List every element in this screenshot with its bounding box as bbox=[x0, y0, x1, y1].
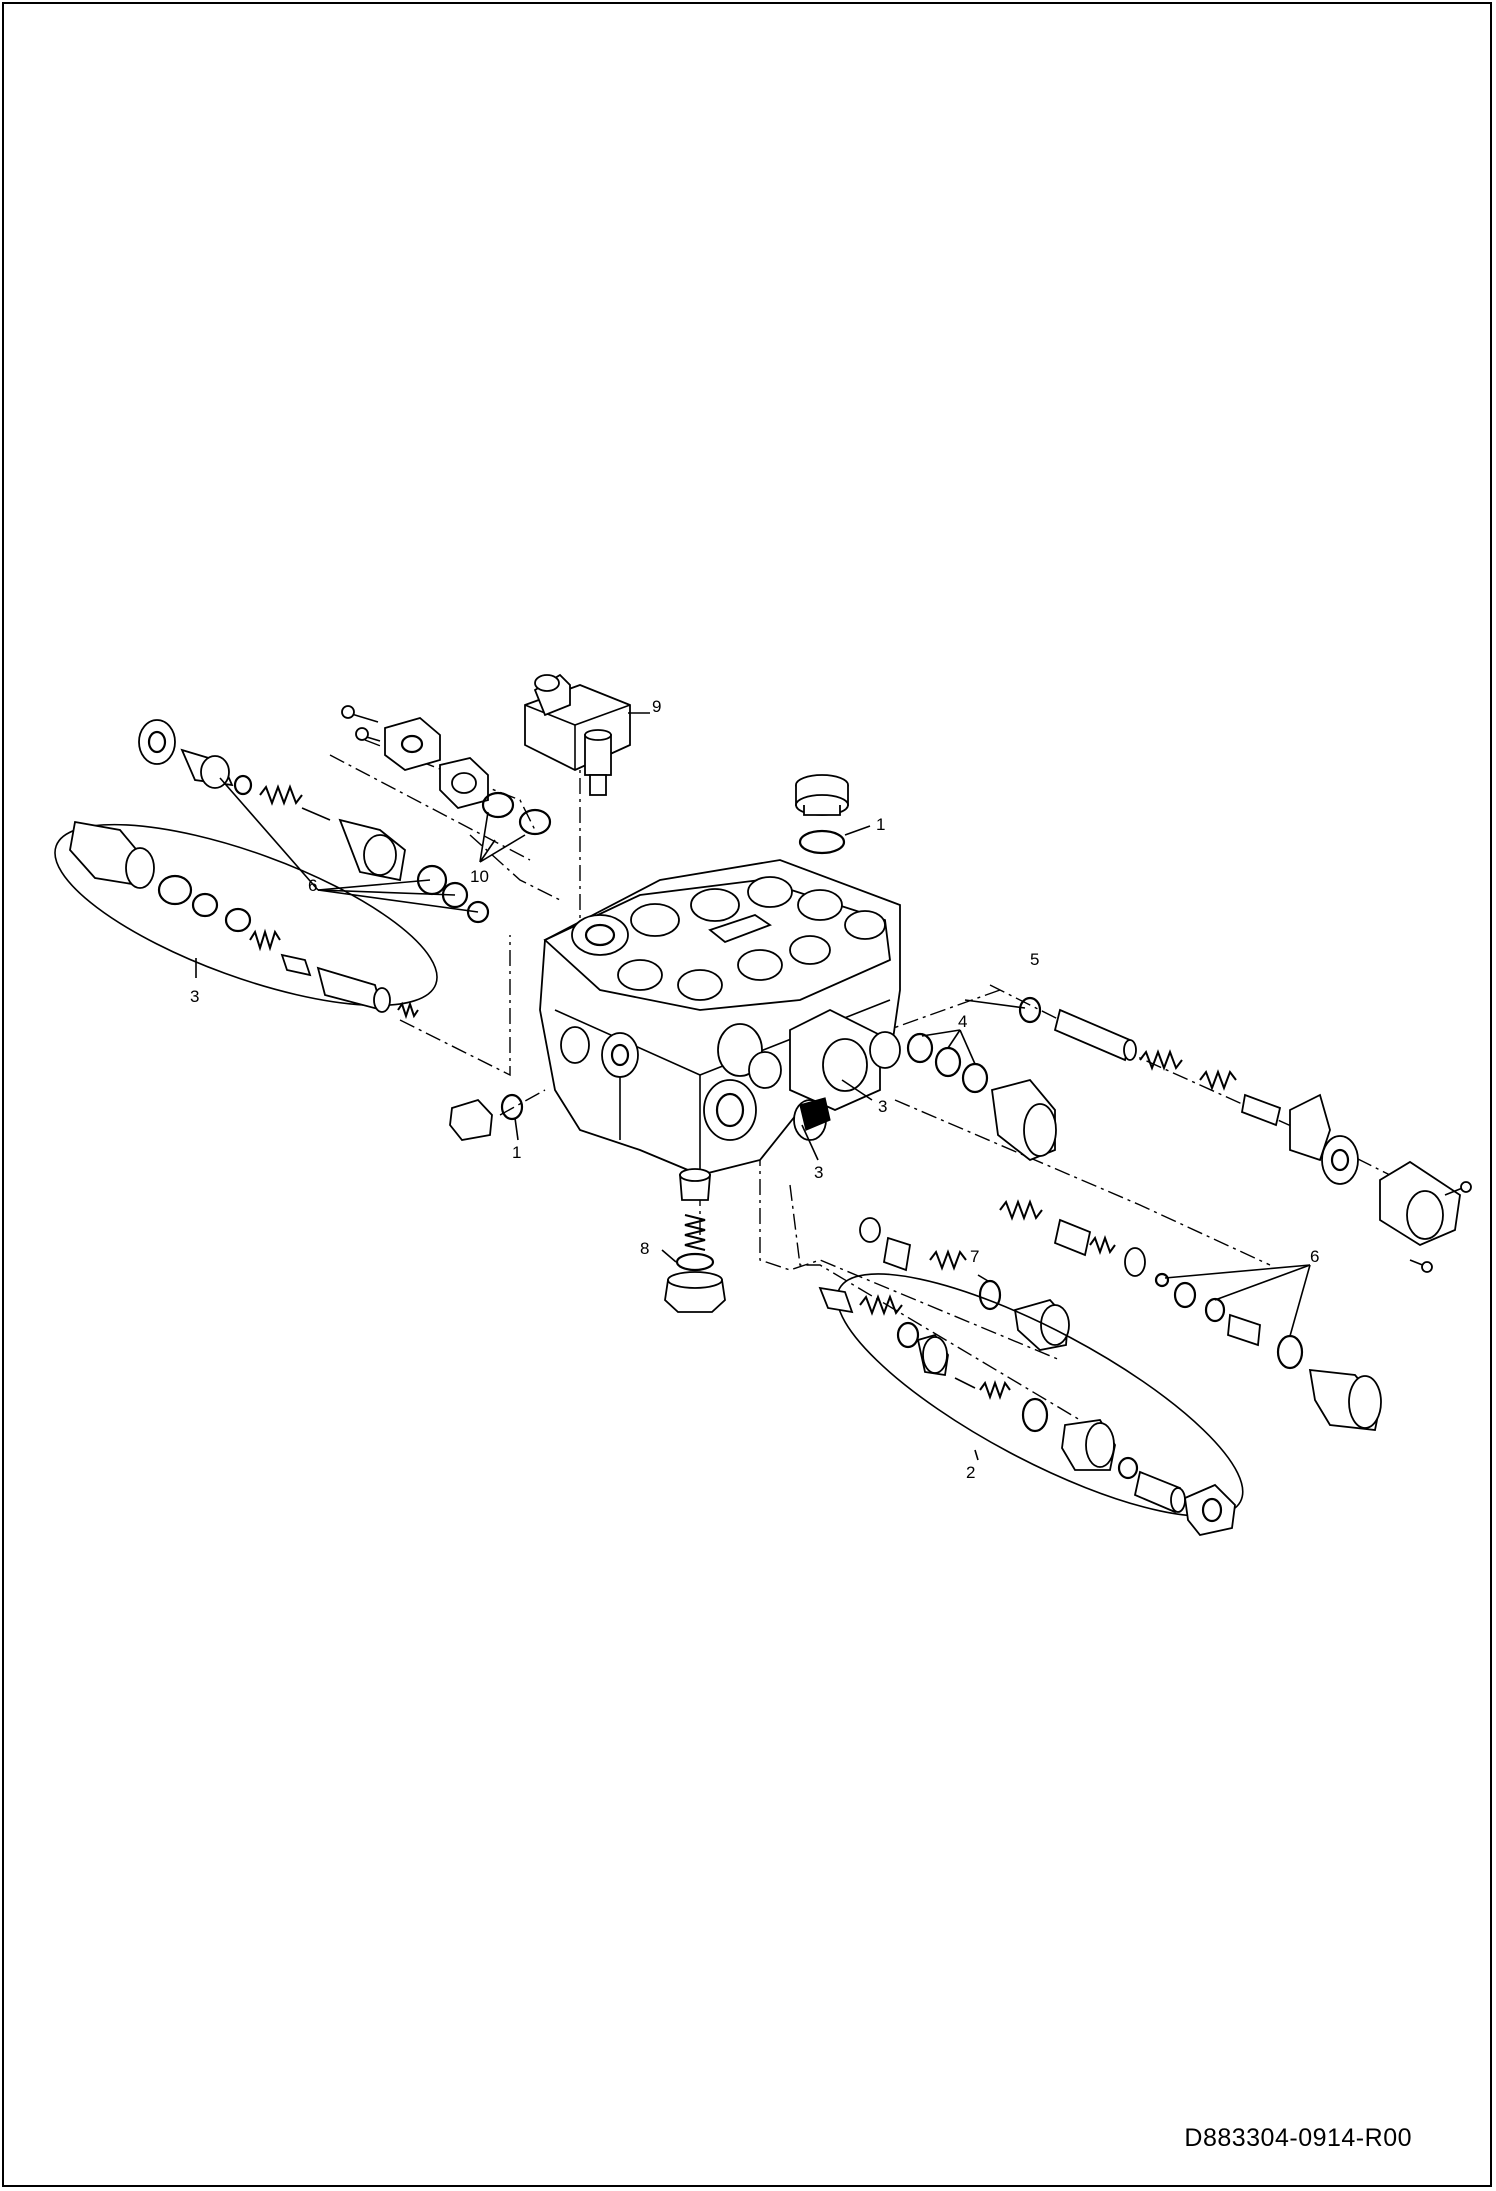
top-plug bbox=[795, 774, 871, 855]
assembly-centerlines bbox=[329, 720, 1461, 1421]
callout-9: 9 bbox=[652, 697, 661, 716]
callout-7: 7 bbox=[970, 1247, 979, 1266]
left-circled-group bbox=[54, 820, 438, 1020]
callout-1-left: 1 bbox=[512, 1143, 521, 1162]
callout-8: 8 bbox=[640, 1239, 649, 1258]
document-id: D883304-0914-R00 bbox=[1184, 2124, 1412, 2152]
callout-1-top: 1 bbox=[876, 815, 885, 834]
callout-3-left: 3 bbox=[190, 987, 199, 1006]
cover-plate-group bbox=[341, 705, 552, 863]
lower-circled-group bbox=[818, 1273, 1244, 1536]
right-long-spool bbox=[1018, 996, 1472, 1273]
callout-4: 4 bbox=[958, 1012, 967, 1031]
callout-6-left: 6 bbox=[308, 876, 317, 895]
callout-3-right: 3 bbox=[878, 1097, 887, 1116]
leader-lines bbox=[195, 712, 1311, 1461]
item-4-seals bbox=[906, 1032, 1057, 1162]
bottom-plug-stack bbox=[664, 1168, 726, 1313]
callout-5: 5 bbox=[1030, 950, 1039, 969]
callout-3-bottom: 3 bbox=[814, 1163, 823, 1182]
callout-6-right: 6 bbox=[1310, 1247, 1319, 1266]
callout-10: 10 bbox=[470, 867, 489, 886]
solenoid-valve bbox=[524, 673, 631, 796]
lower-right-spool bbox=[859, 1199, 1382, 1431]
valve-body bbox=[539, 859, 901, 1176]
upper-left-spool bbox=[138, 719, 490, 924]
left-bottom-plug bbox=[449, 1093, 524, 1141]
callout-labels: 1 1 2 3 3 3 4 5 6 6 7 8 9 10 bbox=[190, 697, 1319, 1482]
callout-2: 2 bbox=[966, 1463, 975, 1482]
